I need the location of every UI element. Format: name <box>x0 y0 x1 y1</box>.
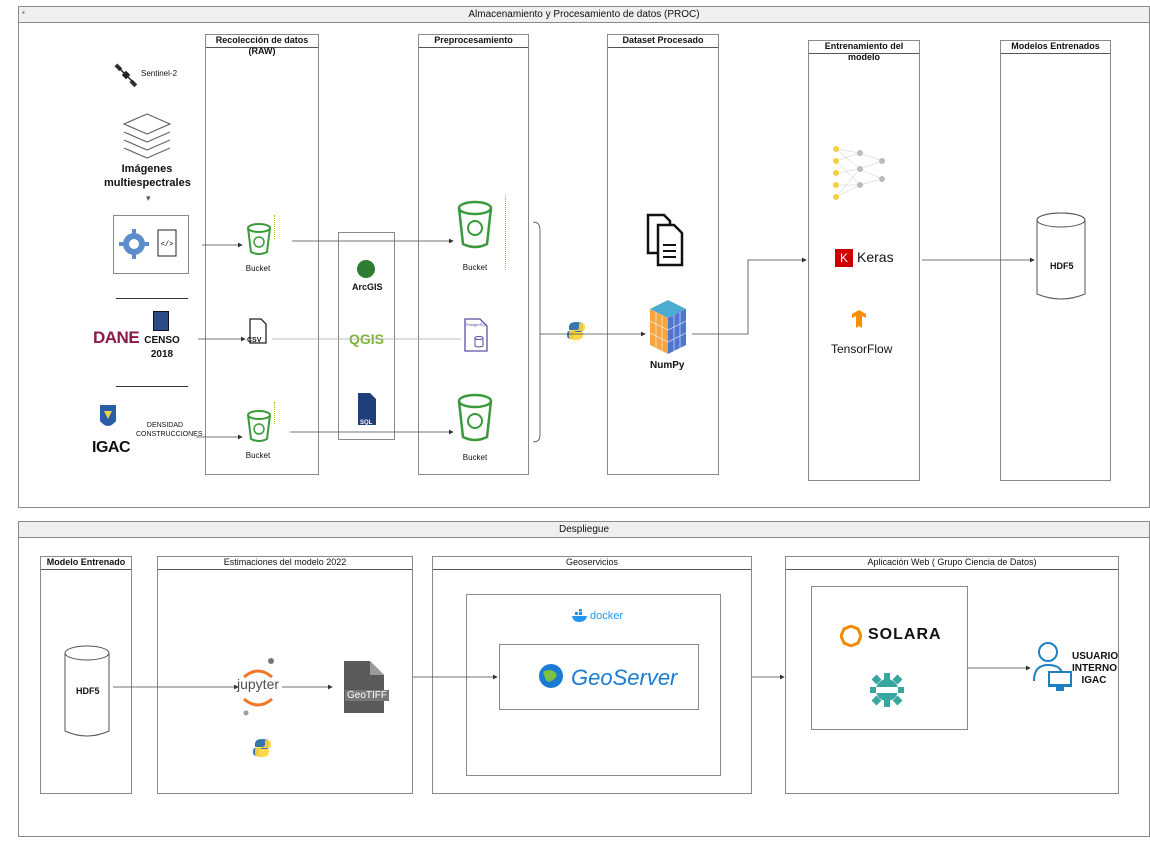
lane-model-title: Modelo Entrenado <box>41 557 131 570</box>
keras-badge-icon: K <box>835 249 853 267</box>
file-icon <box>274 402 284 424</box>
lane-trained-model: Modelo Entrenado <box>40 556 132 794</box>
hdf5-cylinder-top <box>1035 212 1087 302</box>
bucket-raw-1-icon <box>245 222 273 256</box>
jupyter-label: jupyter <box>237 676 280 692</box>
processing-software-box: </> <box>113 215 189 274</box>
solara-app-box <box>811 586 968 730</box>
bucket-pre-2-icon <box>455 393 495 443</box>
divider-2 <box>116 386 188 387</box>
arcgis-label: ArcGIS <box>352 282 383 292</box>
arcgis-globe-icon <box>357 260 375 278</box>
densidad-label: DENSIDAD CONSTRUCCIONES <box>136 422 203 438</box>
censo-icon <box>153 311 169 331</box>
geoserver-label: GeoServer <box>571 665 678 690</box>
bucket-pre-2-label: Bucket <box>462 453 488 462</box>
layers-icon <box>120 110 174 160</box>
lane-estimates: Estimaciones del modelo 2022 <box>157 556 413 794</box>
solara-logo-icon <box>839 624 863 648</box>
user-computer-icon <box>1032 641 1074 693</box>
multispectral-label: Imágenes multiespectrales <box>104 163 191 189</box>
bucket-raw-2-icon <box>245 409 273 443</box>
proc-section-title: Almacenamiento y Procesamiento de datos … <box>18 6 1150 23</box>
igac-shield-icon <box>98 403 118 433</box>
lane-estimates-title: Estimaciones del modelo 2022 <box>158 557 412 570</box>
jupyter-orbit-icon <box>240 655 276 719</box>
bucket-raw-2-label: Bucket <box>245 451 271 460</box>
lane-webapp-title: Aplicación Web ( Grupo Ciencia de Datos) <box>786 557 1118 570</box>
geoserver-icon <box>537 662 565 690</box>
sql-file-icon <box>357 392 377 426</box>
file-icon <box>505 195 517 270</box>
geotiff-label: GeoTIFF <box>345 690 390 701</box>
hdf5-cylinder-bottom <box>63 645 111 739</box>
igac-label: IGAC <box>92 439 131 456</box>
lane-dataset-title: Dataset Procesado <box>608 35 718 48</box>
geotiff-file-icon <box>342 659 386 715</box>
deploy-section-title: Despliegue <box>18 521 1150 538</box>
docker-whale-icon <box>571 609 589 623</box>
lane-geo-title: Geoservicios <box>433 557 751 570</box>
bucket-raw-1-label: Bucket <box>245 264 271 273</box>
divider-1 <box>116 298 188 299</box>
tensorflow-icon <box>851 309 867 329</box>
csv-file-icon <box>248 318 268 344</box>
lane-preprocessing: Preprocesamiento <box>418 34 529 475</box>
docker-label: docker <box>590 610 624 622</box>
hdf5-bottom-label: HDF5 <box>76 686 100 696</box>
file-icon <box>274 215 284 239</box>
numpy-label: NumPy <box>650 360 685 371</box>
lane-training-title: Entrenamiento del modelo <box>809 41 919 62</box>
python-icon <box>252 738 272 758</box>
lane-raw-title: Recolección de datos (RAW) <box>206 35 318 56</box>
neural-network-icon <box>830 131 898 207</box>
postgres-label: PostgreSQL <box>466 322 488 327</box>
arrow-down-icon: ▾ <box>146 193 151 203</box>
sql-label: SQL <box>360 420 373 426</box>
python-icon <box>566 321 586 341</box>
lane-pre-title: Preprocesamiento <box>419 35 528 48</box>
satellite-icon <box>113 62 139 88</box>
censo-label: CENSO 2018 <box>144 335 180 360</box>
user-label: USUARIO INTERNO IGAC <box>1072 651 1119 686</box>
tensorflow-label: TensorFlow <box>831 342 893 356</box>
keras-label: Keras <box>857 249 894 265</box>
lane-training: Entrenamiento del modelo <box>808 40 920 481</box>
lane-models-title: Modelos Entrenados <box>1001 41 1110 54</box>
geoserver-box <box>499 644 699 710</box>
qgis-label: QGIS <box>349 331 385 347</box>
sentinel-label: Sentinel-2 <box>141 69 178 78</box>
bucket-pre-1-label: Bucket <box>462 263 488 272</box>
dane-logo: DANE <box>93 328 140 347</box>
numpy-cube-icon <box>648 298 688 356</box>
hdf5-top-label: HDF5 <box>1050 261 1074 271</box>
documents-icon <box>646 213 684 267</box>
gear-icon <box>870 673 904 707</box>
bucket-pre-1-icon <box>455 200 495 250</box>
solara-label: SOLARA <box>868 626 942 643</box>
postgres-db-icon <box>463 318 489 352</box>
csv-label: CSV <box>247 337 262 344</box>
svg-text:</>: </> <box>161 241 174 249</box>
